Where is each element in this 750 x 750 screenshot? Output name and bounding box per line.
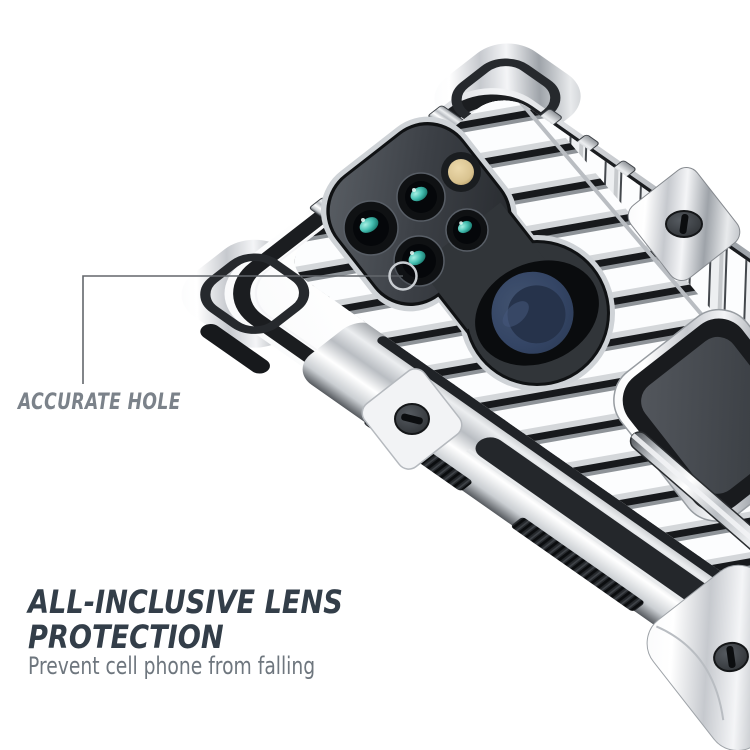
kickstand-bar (629, 431, 750, 577)
grip-ribs (511, 517, 644, 611)
accurate-hole-label: ACCURATE HOLE (18, 390, 181, 415)
callout (82, 261, 418, 384)
screw-bottom-right (646, 564, 750, 750)
screw-middle-left (361, 368, 463, 470)
screw-top-right (627, 167, 741, 281)
camera-module (320, 116, 615, 391)
flash (441, 152, 481, 192)
fingerprint-sensor (475, 260, 599, 366)
camera-lens-bottom (393, 235, 445, 287)
headline: ALL-INCLUSIVE LENS PROTECTION (28, 585, 343, 655)
camera-lens-left (343, 200, 399, 256)
subheadline: Prevent cell phone from falling (28, 652, 316, 680)
headline-line2: PROTECTION (28, 618, 224, 656)
headline-line1: ALL-INCLUSIVE LENS (28, 583, 343, 621)
camera-lens-right (445, 208, 489, 252)
callout-ring (388, 261, 418, 291)
callout-line (82, 275, 403, 384)
camera-lens-top (396, 172, 446, 222)
